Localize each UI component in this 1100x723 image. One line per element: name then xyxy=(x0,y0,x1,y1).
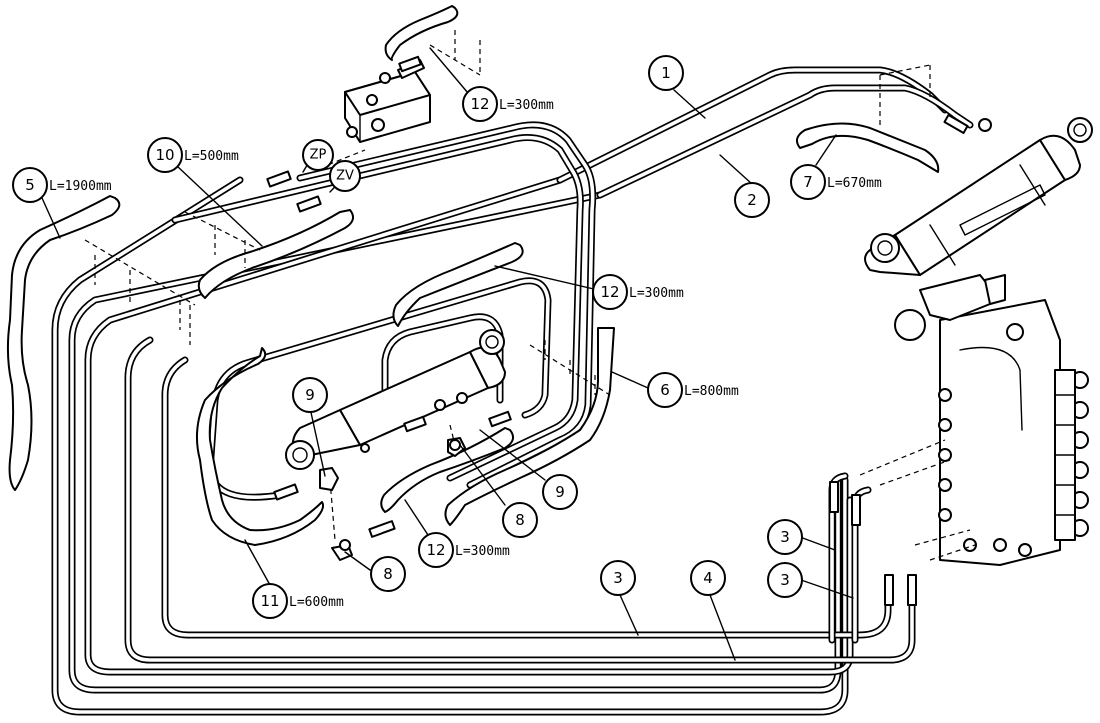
svg-text:6: 6 xyxy=(660,381,670,399)
svg-text:ZV: ZV xyxy=(336,169,354,184)
svg-text:12: 12 xyxy=(470,95,489,113)
svg-text:11: 11 xyxy=(260,592,279,610)
svg-text:4: 4 xyxy=(703,569,713,587)
svg-text:3: 3 xyxy=(613,569,623,587)
callout-10: 10 L=500mm xyxy=(147,137,239,173)
svg-text:9: 9 xyxy=(305,386,315,404)
callout-1: 1 xyxy=(648,55,684,91)
svg-text:2: 2 xyxy=(747,191,757,209)
callout-7-length: L=670mm xyxy=(827,176,882,191)
callout-3-a: 3 xyxy=(767,519,803,555)
callout-9-b: 9 xyxy=(542,474,578,510)
callout-11-length: L=600mm xyxy=(289,595,344,610)
callout-9-a: 9 xyxy=(292,377,328,413)
svg-text:12: 12 xyxy=(600,283,619,301)
svg-text:8: 8 xyxy=(515,511,525,529)
port-zp: ZP xyxy=(302,139,334,171)
valve-block xyxy=(344,59,431,143)
port-zv: ZV xyxy=(329,160,361,192)
hose-10 xyxy=(197,209,355,299)
callout-12-a-length: L=300mm xyxy=(499,98,554,113)
callout-12-a: 12 L=300mm xyxy=(462,86,554,122)
callout-8-b: 8 xyxy=(370,556,406,592)
callout-6: 6 L=800mm xyxy=(647,372,739,408)
callout-12-c: 12 L=300mm xyxy=(418,532,510,568)
callout-3-c: 3 xyxy=(600,560,636,596)
hose-11 xyxy=(195,347,325,546)
fittings xyxy=(266,55,992,606)
callout-8-a: 8 xyxy=(502,502,538,538)
center-cylinder xyxy=(285,329,506,470)
svg-text:5: 5 xyxy=(25,176,35,194)
boom-cylinder xyxy=(864,117,1093,276)
dashed-alignment-lines xyxy=(84,30,976,561)
valve-knobs xyxy=(1054,369,1089,541)
pipe-routing xyxy=(51,66,974,716)
hose-5 xyxy=(6,195,121,491)
hose-12-bottom xyxy=(380,427,515,513)
svg-text:8: 8 xyxy=(383,565,393,583)
hose-12-top xyxy=(384,5,459,61)
callout-12-b-length: L=300mm xyxy=(629,286,684,301)
callout-12-c-length: L=300mm xyxy=(455,544,510,559)
control-valve-block xyxy=(894,274,1089,566)
valve-port-fittings xyxy=(938,388,1032,557)
callout-5-length: L=1900mm xyxy=(49,179,112,194)
callout-12-b: 12 L=300mm xyxy=(592,274,684,310)
callout-10-length: L=500mm xyxy=(184,149,239,164)
callout-7: 7 L=670mm xyxy=(790,164,882,200)
hose-12-mid xyxy=(392,242,524,327)
svg-text:ZP: ZP xyxy=(310,148,327,163)
hose-7 xyxy=(795,122,940,173)
svg-text:12: 12 xyxy=(426,541,445,559)
callout-11: 11 L=600mm xyxy=(252,583,344,619)
callout-5: 5 L=1900mm xyxy=(12,167,112,203)
svg-text:1: 1 xyxy=(661,64,671,82)
callout-2: 2 xyxy=(734,182,770,218)
callout-3-b: 3 xyxy=(767,562,803,598)
svg-text:9: 9 xyxy=(555,483,565,501)
hoses xyxy=(6,5,940,546)
svg-text:3: 3 xyxy=(780,528,790,546)
svg-text:7: 7 xyxy=(803,173,813,191)
svg-text:3: 3 xyxy=(780,571,790,589)
callout-4: 4 xyxy=(690,560,726,596)
hose-6 xyxy=(444,327,615,526)
callout-6-length: L=800mm xyxy=(684,384,739,399)
svg-text:10: 10 xyxy=(155,146,174,164)
leader-lines xyxy=(41,47,854,661)
